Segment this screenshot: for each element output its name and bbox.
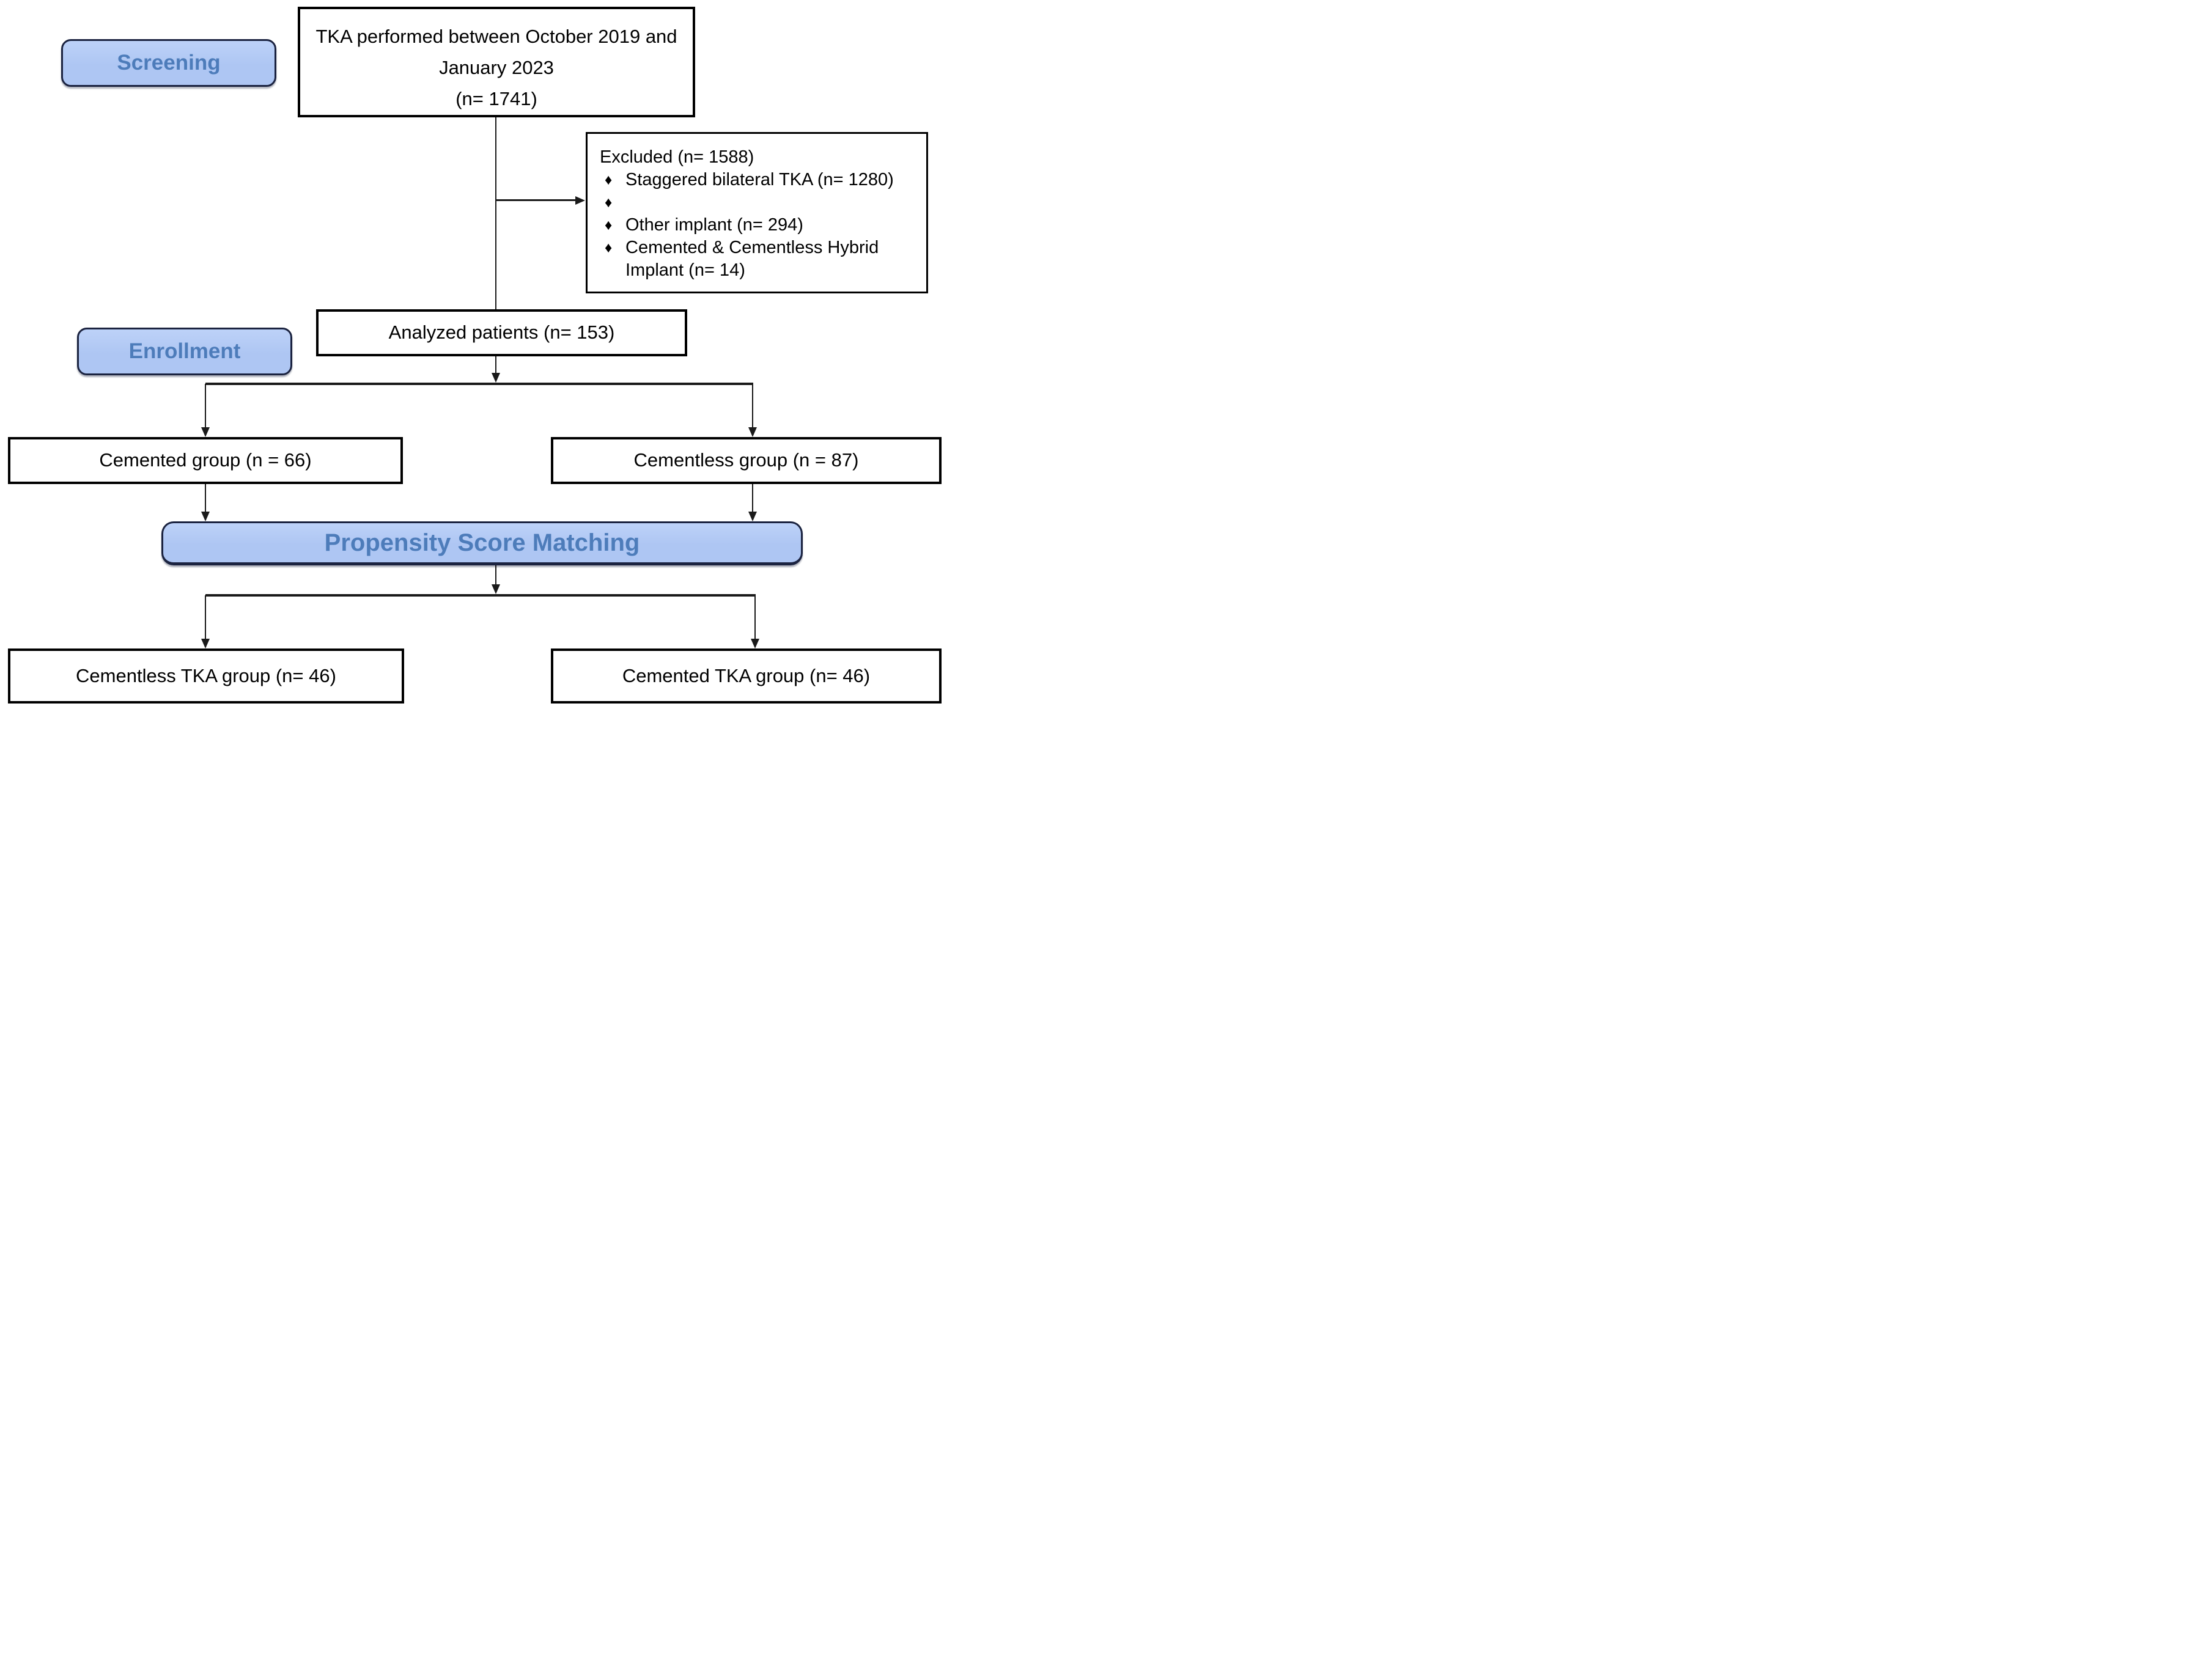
initial-cohort-title-line1: TKA performed between October 2019 and [315, 26, 677, 48]
arrowhead-into-excluded [575, 196, 585, 205]
connector-analyzed-to-split [495, 356, 496, 373]
connector-split1-right [752, 384, 753, 428]
cemented-group-box: Cemented group (n = 66) [8, 437, 403, 484]
cemented-tka-label: Cemented TKA group (n= 46) [622, 664, 871, 686]
split-line-2 [205, 594, 756, 597]
propensity-matching-bar: Propensity Score Matching [161, 521, 803, 565]
excluded-title: Excluded (n= 1588) [600, 147, 754, 167]
propensity-matching-label: Propensity Score Matching [324, 529, 640, 556]
arrowhead-into-cemented-group [201, 427, 210, 437]
connector-split2-left [205, 595, 206, 639]
analyzed-patients-label: Analyzed patients (n= 153) [388, 321, 615, 344]
connector-branch-to-excluded [496, 199, 576, 201]
analyzed-patients-box: Analyzed patients (n= 153) [316, 309, 687, 356]
cementless-tka-label: Cementless TKA group (n= 46) [76, 664, 336, 686]
excluded-box: Excluded (n= 1588) ♦ Staggered bilateral… [586, 132, 928, 293]
connector-matching-to-split [495, 565, 496, 585]
connector-cohort-to-analyzed [495, 117, 496, 309]
cemented-group-label: Cemented group (n = 66) [99, 449, 312, 471]
arrowhead-into-cemented-tka [751, 639, 759, 648]
diamond-bullet-icon: ♦ [605, 194, 613, 211]
arrowhead-into-matching-left [201, 512, 210, 521]
excluded-item-text: Other implant (n= 294) [625, 215, 803, 235]
flow-diagram: TKA performed between October 2019 and J… [0, 0, 945, 713]
arrowhead-into-matching-right [748, 512, 757, 521]
initial-cohort-title-line2: January 2023 [439, 57, 554, 79]
cementless-tka-box: Cementless TKA group (n= 46) [8, 648, 404, 704]
diamond-bullet-icon: ♦ [605, 172, 613, 188]
diamond-bullet-icon: ♦ [605, 217, 613, 233]
connector-cementless-to-matching [752, 484, 753, 512]
excluded-item: ♦ Other implant (n= 294) [600, 214, 916, 237]
enrollment-stage-label: Enrollment [128, 339, 241, 363]
split-line-1 [205, 383, 753, 385]
arrowhead-at-split-1 [492, 373, 500, 383]
arrowhead-into-cementless-tka [201, 639, 210, 648]
diamond-bullet-icon: ♦ [605, 240, 613, 256]
arrowhead-at-split-2 [492, 584, 500, 594]
connector-cemented-to-matching [205, 484, 206, 512]
initial-cohort-box: TKA performed between October 2019 and J… [298, 7, 695, 117]
excluded-item: ♦ Cemented & Cementless Hybrid Implant (… [600, 237, 916, 282]
initial-cohort-count: (n= 1741) [455, 88, 537, 110]
cementless-group-label: Cementless group (n = 87) [633, 449, 859, 471]
arrowhead-into-cementless-group [748, 427, 757, 437]
cemented-tka-box: Cemented TKA group (n= 46) [551, 648, 942, 704]
enrollment-stage-pill: Enrollment [77, 328, 292, 375]
screening-stage-label: Screening [117, 51, 221, 75]
connector-split2-right [754, 595, 756, 639]
cementless-group-box: Cementless group (n = 87) [551, 437, 942, 484]
connector-split1-left [205, 384, 206, 428]
excluded-item-text: Staggered bilateral TKA (n= 1280) [625, 170, 894, 189]
excluded-item: ♦ Staggered bilateral TKA (n= 1280) [600, 169, 916, 191]
excluded-item: ♦ [600, 191, 916, 214]
screening-stage-pill: Screening [61, 39, 276, 87]
excluded-item-text: Cemented & Cementless Hybrid Implant (n=… [625, 238, 879, 280]
